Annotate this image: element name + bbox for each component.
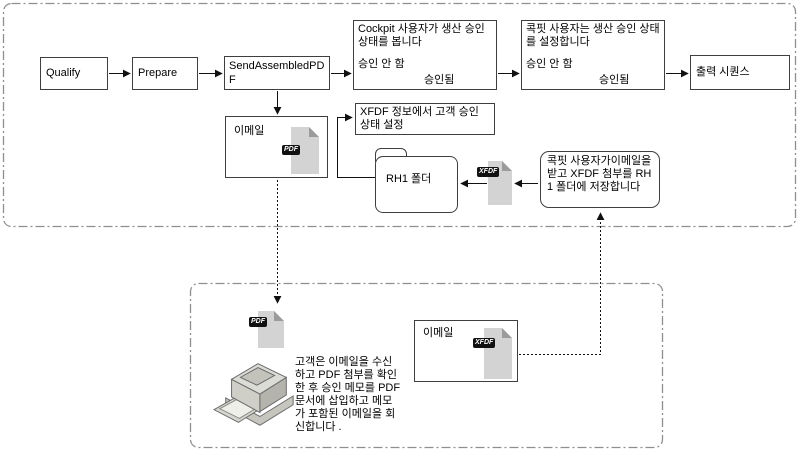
cockpit-set-approved: 승인됨 xyxy=(599,74,630,86)
xfdf-info-label: XFDF 정보에서 고객 승인 상태 설정 xyxy=(360,106,479,131)
printer-icon xyxy=(212,363,294,426)
cockpit-set-title: 콕핏 사용자는 생산 승인 상태를 설정합니다 xyxy=(526,23,660,48)
pdf-page-fold xyxy=(309,127,319,137)
cockpit-save-note: 콕핏 사용자가이메일을 받고 XFDF 첨부를 RH1 폴더에 저장합니다 xyxy=(540,151,660,208)
rh1-folder-label: RH1 폴더 xyxy=(386,173,432,185)
cockpit-view-approved: 승인됨 xyxy=(424,74,455,86)
customer-note: 고객은 이메일을 수신하고 PDF 첨부를 확인한 후 승인 메모를 PDF 문… xyxy=(295,356,401,433)
cockpit-view-status-box: Cockpit 사용자가 생산 승인 상태를 봅니다 승인 안 함 승인됨 xyxy=(353,20,497,90)
qualify-label: Qualify xyxy=(46,67,81,79)
output-sequence-step: 출력 시퀀스 xyxy=(690,55,790,90)
rh1-folder: RH1 폴더 xyxy=(375,156,458,213)
xfdf-page-fold xyxy=(502,161,512,171)
pdf-attachment-icon: PDF xyxy=(281,126,327,176)
cockpit-set-not-approved: 승인 안 함 xyxy=(526,58,573,70)
send-assembled-pdf-label: SendAssembledPDF xyxy=(229,60,325,86)
reply-xfdf-attachment-icon: XFDF xyxy=(473,327,517,381)
pdf-label-badge: PDF xyxy=(282,145,300,155)
cockpit-view-title: Cockpit 사용자가 생산 승인 상태를 봅니다 xyxy=(358,23,485,48)
prepare-step: Prepare xyxy=(132,57,198,90)
reply-xfdf-label-badge: XFDF xyxy=(473,338,496,348)
send-assembled-pdf-step: SendAssembledPDF xyxy=(224,56,330,90)
cockpit-save-text: 콕핏 사용자가이메일을 받고 XFDF 첨부를 RH1 폴더에 저장합니다 xyxy=(547,155,652,193)
xfdf-label-badge: XFDF xyxy=(477,167,500,177)
output-sequence-label: 출력 시퀀스 xyxy=(696,66,750,78)
dotted-arrow-reply-to-save xyxy=(519,212,605,355)
prepare-label: Prepare xyxy=(138,67,178,79)
cockpit-view-not-approved: 승인 안 함 xyxy=(358,58,405,70)
reply-xfdf-page-fold xyxy=(502,328,512,338)
qualify-step: Qualify xyxy=(40,57,108,90)
customer-pdf-icon: PDF xyxy=(249,310,287,350)
customer-pdf-label-badge: PDF xyxy=(249,317,267,327)
cockpit-set-status-box: 콕핏 사용자는 생산 승인 상태를 설정합니다 승인 안 함 승인됨 xyxy=(521,20,665,90)
customer-pdf-page-fold xyxy=(274,311,284,321)
email-pdf-box: 이메일 PDF xyxy=(225,116,328,178)
xfdf-info-box: XFDF 정보에서 고객 승인 상태 설정 xyxy=(355,103,495,135)
reply-email-xfdf-box: 이메일 XFDF xyxy=(414,320,518,382)
xfdf-attachment-icon: XFDF xyxy=(477,161,513,207)
email-pdf-label: 이메일 xyxy=(234,125,265,137)
reply-email-label: 이메일 xyxy=(423,327,454,339)
